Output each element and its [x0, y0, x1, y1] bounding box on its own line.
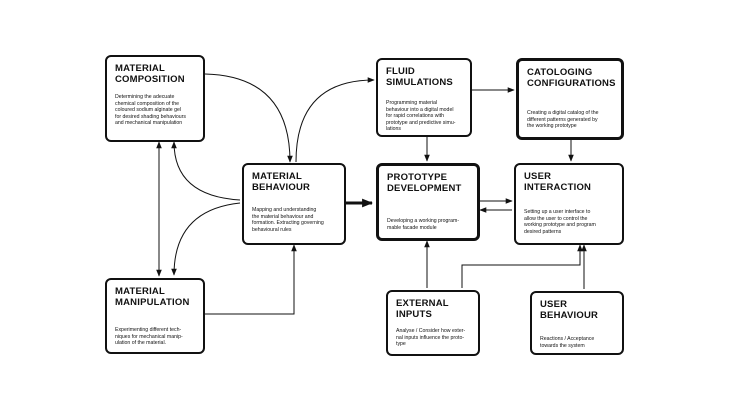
- node-description: Programming material behaviour into a di…: [386, 100, 456, 133]
- node-description: Developing a working program- mable faca…: [387, 218, 460, 231]
- node-external-inputs: EXTERNAL INPUTS Analyse / Consider how e…: [386, 290, 480, 356]
- node-title: PROTOTYPE DEVELOPMENT: [387, 172, 462, 194]
- edge-behaviour-to-fluid: [295, 77, 375, 163]
- node-cataloging-configurations: CATOLOGING CONFIGURATIONS Creating a dig…: [516, 58, 624, 140]
- node-description: Mapping and understanding the material b…: [252, 207, 324, 233]
- node-title: MATERIAL MANIPULATION: [115, 286, 190, 308]
- node-title: USER BEHAVIOUR: [540, 299, 599, 321]
- edge-behaviour-to-manipulation: [171, 202, 241, 276]
- node-title: CATOLOGING CONFIGURATIONS: [527, 67, 616, 89]
- node-description: Setting up a user interface to allow the…: [524, 209, 596, 235]
- node-description: Analyse / Consider how exter- nal inputs…: [396, 328, 466, 348]
- node-description: Creating a digital catalog of the differ…: [527, 110, 599, 130]
- node-material-behaviour: MATERIAL BEHAVIOUR Mapping and understan…: [242, 163, 346, 245]
- node-title: EXTERNAL INPUTS: [396, 298, 449, 320]
- node-description: Experimenting different tech- niques for…: [115, 327, 183, 347]
- edge-composition-to-behaviour: [204, 73, 293, 163]
- node-title: MATERIAL COMPOSITION: [115, 63, 185, 85]
- node-material-composition: MATERIAL COMPOSITION Determining the ade…: [105, 55, 205, 142]
- node-description: Determining the adecuate chemical compos…: [115, 94, 186, 127]
- edge-behaviour-to-composition: [171, 141, 241, 201]
- edge-manipulation-to-behaviour: [205, 244, 297, 315]
- node-user-behaviour: USER BEHAVIOUR Reactions / Acceptance to…: [530, 291, 624, 355]
- edge-external-to-interaction: [461, 244, 583, 288]
- node-title: MATERIAL BEHAVIOUR: [252, 171, 311, 193]
- node-title: USER INTERACTION: [524, 171, 592, 193]
- node-prototype-development: PROTOTYPE DEVELOPMENT Developing a worki…: [376, 163, 480, 241]
- node-description: Reactions / Acceptance towards the syste…: [540, 336, 595, 349]
- node-fluid-simulations: FLUID SIMULATIONS Programming material b…: [376, 58, 472, 137]
- node-title: FLUID SIMULATIONS: [386, 66, 453, 88]
- node-user-interaction: USER INTERACTION Setting up a user inter…: [514, 163, 624, 245]
- node-material-manipulation: MATERIAL MANIPULATION Experimenting diff…: [105, 278, 205, 354]
